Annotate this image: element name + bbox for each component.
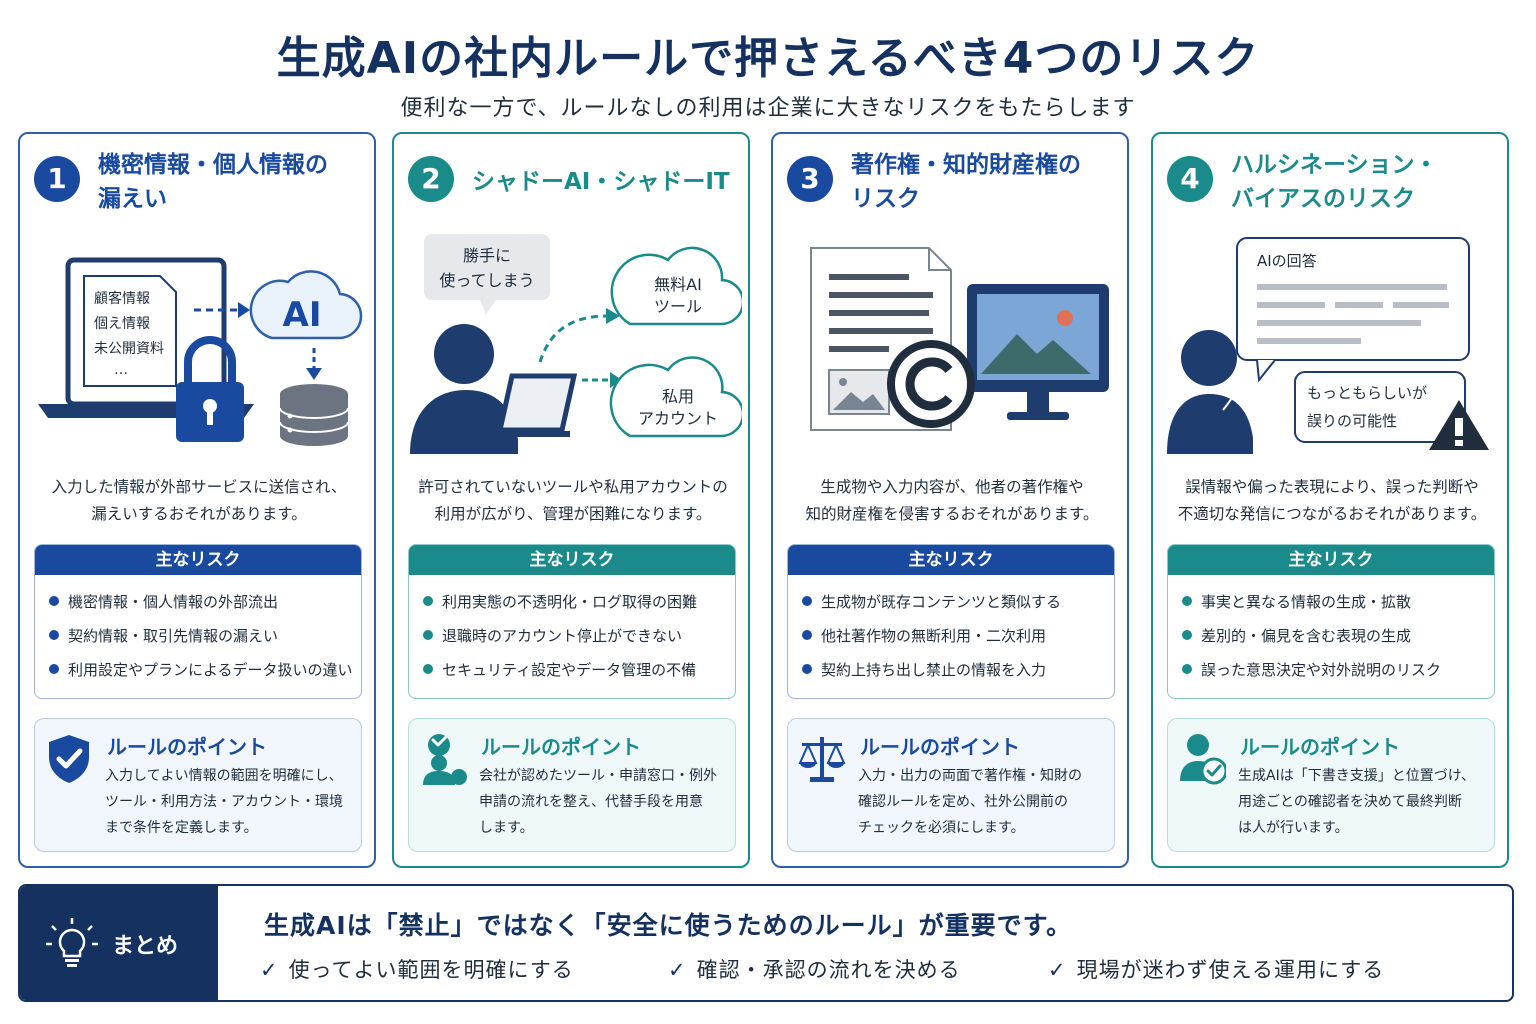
cloud2-line-2: アカウント [638, 409, 718, 428]
rule-point-text: 会社が認めたツール・申請窓口・例外 申請の流れを整え、代替手段を用意 します。 [479, 768, 717, 836]
card-description: 生成物や入力内容が、他者の著作権や 知的財産権を侵害するおそれがあります。 [805, 478, 1099, 523]
bubble-line-1: もっともらしいが [1307, 384, 1427, 402]
summary-panel: まとめ 生成AIは「禁止」ではなく「安全に使うためのルール」が重要です。 ✓使っ… [18, 884, 1514, 1002]
rule-point-box: ルールのポイント 生成AIは「下書き支援」と位置づけ、 用途ごとの確認者を決めて… [1167, 718, 1495, 852]
summary-main: 生成AIは「禁止」ではなく「安全に使うためのルール」が重要です。 [264, 911, 1073, 940]
rule-point-title: ルールのポイント [1240, 735, 1400, 759]
lock-icon [176, 336, 244, 442]
card-description: 入力した情報が外部サービスに送信され、 漏えいするおそれがあります。 [51, 478, 347, 523]
speech-line-2: 使ってしまう [439, 271, 534, 290]
copyright-illustration [810, 247, 1109, 431]
rule-point-title: ルールのポイント [860, 735, 1020, 759]
main-risks-box: 主なリスク 機密情報・個人情報の外部流出 契約情報・取引先情報の漏えい 利用設定… [34, 544, 362, 699]
card-number: 3 [787, 156, 833, 202]
user-check-icon [423, 734, 467, 785]
rule-point-box: ルールのポイント 入力してよい情報の範囲を明確にし、 ツール・利用方法・アカウン… [34, 718, 362, 852]
card-title: 機密情報・個人情報の 漏えい [98, 152, 328, 212]
speech-bubble: 勝手に 使ってしまう [424, 234, 550, 314]
shadow-ai-illustration: 勝手に 使ってしまう 無料AI ツール 私用 アカウント [410, 234, 742, 454]
person-laptop-icon [410, 324, 578, 454]
risk-item: 誤った意思決定や対外説明のリスク [1182, 653, 1494, 687]
card-number: 2 [408, 156, 454, 202]
risk-item: 差別的・偏見を含む表現の生成 [1182, 619, 1494, 653]
card-number: 4 [1167, 156, 1213, 202]
risk-card-4: 4 ハルシネーション・ バイアスのリスク AIの回答 もっともらしいが 誤りの可… [1151, 132, 1509, 868]
rule-point-text: 入力・出力の両面で著作権・知財の 確認ルールを定め、社外公開前の チェックを必須… [858, 768, 1082, 836]
main-risks-header: 主なリスク [1168, 545, 1494, 575]
doc-line-3: 未公開資料 [94, 341, 164, 357]
ai-label: AI [283, 295, 322, 335]
arrow-to-free-ai [538, 314, 609, 363]
cloud-icon: 無料AI ツール [610, 246, 742, 326]
user-check-icon [1180, 734, 1226, 785]
rule-point-text: 生成AIは「下書き支援」と位置づけ、 用途ごとの確認者を決めて最終判断 は人が行… [1238, 768, 1476, 836]
risk-item: 利用実態の不透明化・ログ取得の困難 [423, 585, 735, 619]
main-risks-header: 主なリスク [409, 545, 735, 575]
card-description: 許可されていないツールや私用アカウントの 利用が広がり、管理が困難になります。 [418, 478, 728, 523]
summary-check-item: ✓使ってよい範囲を明確にする [260, 958, 574, 982]
scales-icon [798, 737, 846, 782]
card-description: 誤情報や偏った表現により、誤った判断や 不適切な発信につながるおそれがあります。 [1177, 478, 1487, 523]
database-icon [279, 384, 349, 446]
warning-icon [1429, 400, 1489, 450]
main-risks-box: 主なリスク 利用実態の不透明化・ログ取得の困難 退職時のアカウント停止ができない… [408, 544, 736, 699]
doc-line-4: … [114, 362, 128, 378]
card-title: 著作権・知的財産権の リスク [851, 152, 1081, 212]
risk-item: 機密情報・個人情報の外部流出 [49, 585, 361, 619]
cloud1-line-1: 無料AI [654, 275, 702, 294]
doc-line-1: 顧客情報 [94, 290, 150, 307]
ai-answer-bubble: AIの回答 [1236, 237, 1470, 383]
rule-point-text: 入力してよい情報の範囲を明確にし、 ツール・利用方法・アカウント・環境 まで条件… [105, 768, 343, 836]
shield-check-icon [49, 735, 89, 783]
main-risks-header: 主なリスク [35, 545, 361, 575]
risk-card-2: 2 シャドーAI・シャドーIT 勝手に 使ってしまう 無料AI ツール 私用 ア… [392, 132, 750, 868]
document-icon: 顧客情報 個え情報 未公開資料 … [83, 275, 177, 387]
risk-card-3: 3 著作権・知的財産権の リスク 生成物や入力内容が、他者の著作権や [771, 132, 1129, 868]
risk-item: 利用設定やプランによるデータ扱いの違い [49, 653, 361, 687]
rule-point-title: ルールのポイント [107, 735, 267, 759]
main-risks-box: 主なリスク 生成物が既存コンテンツと類似する 他社著作物の無断利用・二次利用 契… [787, 544, 1115, 699]
cloud-icon: 私用 アカウント [609, 356, 742, 438]
risk-item: 他社著作物の無断利用・二次利用 [802, 619, 1114, 653]
summary-label: まとめ [112, 934, 179, 959]
check-icon: ✓ [260, 958, 279, 982]
rule-point-box: ルールのポイント 入力・出力の両面で著作権・知財の 確認ルールを定め、社外公開前… [787, 718, 1115, 852]
page-title: 生成AIの社内ルールで押さえるべき4つのリスク [276, 33, 1260, 84]
speech-line-1: 勝手に [463, 246, 511, 265]
thinking-person-icon [1167, 330, 1253, 454]
summary-label-area: まとめ [20, 886, 218, 1000]
monitor-image-icon [967, 284, 1109, 420]
leak-illustration: 顧客情報 個え情報 未公開資料 … AI [38, 257, 363, 446]
risk-item: セキュリティ設定やデータ管理の不備 [423, 653, 735, 687]
ai-cloud-icon: AI [249, 270, 363, 340]
rule-point-title: ルールのポイント [481, 735, 641, 759]
risk-item: 事実と異なる情報の生成・拡散 [1182, 585, 1494, 619]
summary-check-item: ✓確認・承認の流れを決める [668, 958, 961, 982]
cloud1-line-2: ツール [654, 297, 702, 316]
main-risks-box: 主なリスク 事実と異なる情報の生成・拡散 差別的・偏見を含む表現の生成 誤った意… [1167, 544, 1495, 699]
summary-check-item: ✓現場が迷わず使える運用にする [1048, 958, 1385, 982]
doubt-bubble: もっともらしいが 誤りの可能性 [1294, 371, 1466, 443]
card-title: シャドーAI・シャドーIT [472, 169, 730, 195]
lightbulb-icon [46, 918, 98, 967]
page-subtitle: 便利な一方で、ルールなしの利用は企業に大きなリスクをもたらします [400, 96, 1136, 121]
copyright-icon [887, 340, 975, 428]
main-risks-header: 主なリスク [788, 545, 1114, 575]
check-icon: ✓ [668, 958, 687, 982]
risk-item: 契約情報・取引先情報の漏えい [49, 619, 361, 653]
cloud2-line-1: 私用 [662, 387, 694, 406]
check-icon: ✓ [1048, 958, 1067, 982]
doc-line-2: 個え情報 [94, 316, 150, 332]
risk-item: 退職時のアカウント停止ができない [423, 619, 735, 653]
ai-answer-label: AIの回答 [1257, 252, 1317, 270]
card-number: 1 [34, 156, 80, 202]
hallucination-illustration: AIの回答 もっともらしいが 誤りの可能性 [1167, 237, 1489, 454]
bubble-line-2: 誤りの可能性 [1307, 412, 1397, 430]
risk-item: 契約上持ち出し禁止の情報を入力 [802, 653, 1114, 687]
card-title: ハルシネーション・ バイアスのリスク [1231, 152, 1438, 212]
risk-item: 生成物が既存コンテンツと類似する [802, 585, 1114, 619]
rule-point-box: ルールのポイント 会社が認めたツール・申請窓口・例外 申請の流れを整え、代替手段… [408, 718, 736, 852]
risk-card-1: 1 機密情報・個人情報の 漏えい 顧客情報 個え情報 未公開資料 … AI [18, 132, 376, 868]
